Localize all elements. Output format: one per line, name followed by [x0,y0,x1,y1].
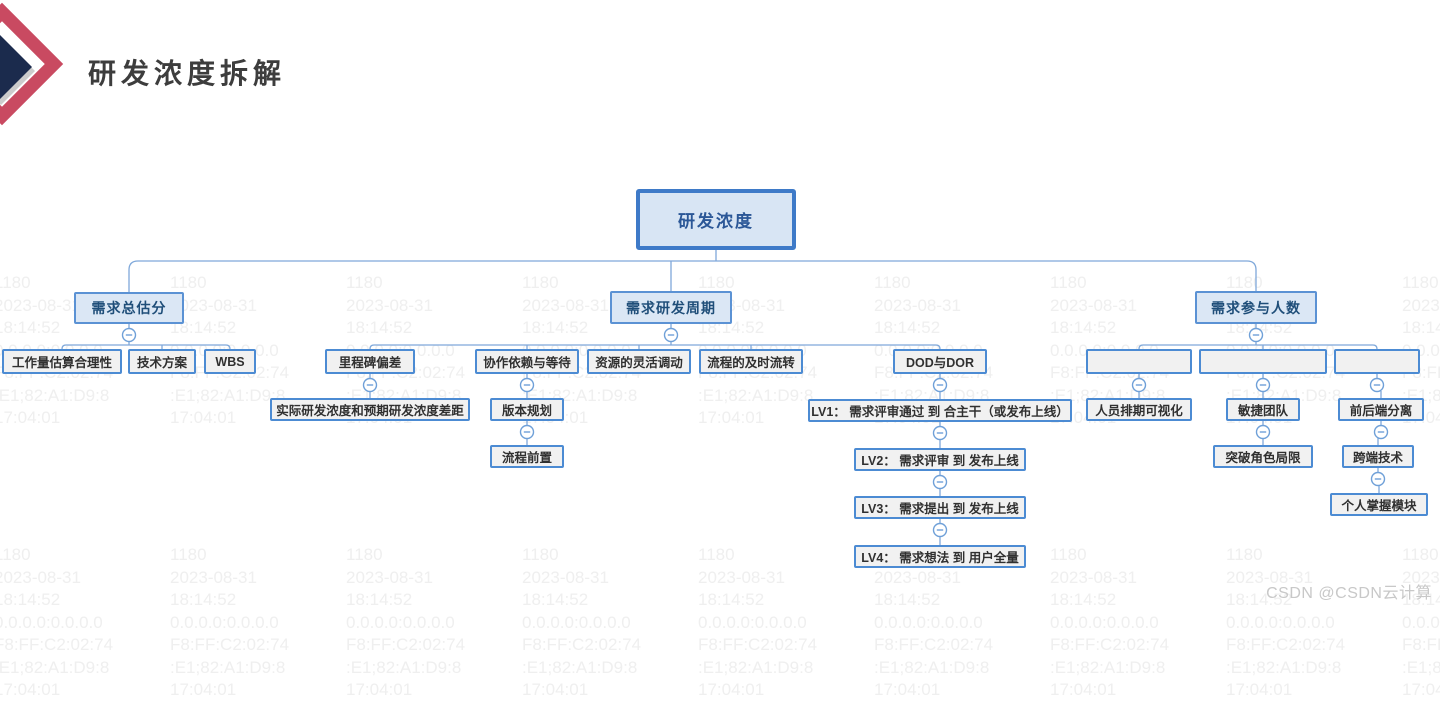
mindmap-node-collab[interactable]: 协作依赖与等待 [475,349,579,374]
collapse-toggle-minus-icon[interactable] [932,377,948,393]
collapse-toggle-minus-icon[interactable] [1255,424,1271,440]
csdn-watermark-credit: CSDN @CSDN云计算 [1266,585,1432,602]
collapse-toggle-minus-icon[interactable] [932,474,948,490]
collapse-toggle-minus-icon[interactable] [1131,377,1147,393]
mindmap-node-role_break[interactable]: 突破角色局限 [1213,445,1313,468]
logo-outer-diamond [0,2,64,126]
collapse-toggle-minus-icon[interactable] [519,424,535,440]
collapse-toggle-minus-icon[interactable] [1373,424,1389,440]
mindmap-node-lv3[interactable]: LV3： 需求提出 到 发布上线 [854,496,1026,519]
brand-logo-icon [0,2,64,126]
mindmap-node-resource_flex[interactable]: 资源的灵活调动 [587,349,691,374]
collapse-toggle-minus-icon[interactable] [932,522,948,538]
mindmap-node-cross_end[interactable]: 跨端技术 [1342,445,1414,468]
mindmap-node-req_people[interactable]: 需求参与人数 [1195,291,1317,324]
mindmap-node-lv2[interactable]: LV2： 需求评审 到 发布上线 [854,448,1026,471]
background-watermark-text: 11802023-08-3118:14:520.0.0.0:0.0.0.0F8:… [0,545,114,699]
mindmap-node-req_cycle[interactable]: 需求研发周期 [610,291,732,324]
page-title: 研发浓度拆解 [88,58,287,89]
collapse-toggle-minus-icon[interactable] [519,377,535,393]
collapse-toggle-minus-icon[interactable] [1370,471,1386,487]
collapse-toggle-minus-icon[interactable] [663,327,679,343]
mindmap-node-gap[interactable]: 实际研发浓度和预期研发浓度差距 [270,398,470,421]
collapse-toggle-minus-icon[interactable] [1255,377,1271,393]
background-watermark-text: 11802023-08-3118:14:520.0.0.0:0.0.0.0F8:… [1402,545,1440,699]
mindmap-node-staffing[interactable]: 人员排期可视化 [1086,398,1192,421]
mindmap-node-lv1[interactable]: LV1： 需求评审通过 到 合主干（或发布上线） [808,399,1072,422]
mindmap-node-version_plan[interactable]: 版本规划 [490,398,564,421]
collapse-toggle-minus-icon[interactable] [362,377,378,393]
collapse-toggle-minus-icon[interactable] [932,425,948,441]
mindmap-node-lv4[interactable]: LV4： 需求想法 到 用户全量 [854,545,1026,568]
mindmap-node-root[interactable]: 研发浓度 [636,189,796,250]
mindmap-node-org_design[interactable] [1199,349,1327,374]
mindmap-node-process_flow[interactable]: 流程的及时流转 [699,349,803,374]
mindmap-node-process_front[interactable]: 流程前置 [490,445,564,468]
mindmap-node-skill[interactable] [1334,349,1420,374]
mindmap-node-agile[interactable]: 敏捷团队 [1226,398,1300,421]
collapse-toggle-minus-icon[interactable] [1369,377,1385,393]
logo-inner-diamond [0,35,32,99]
mindmap-node-tech_plan[interactable]: 技术方案 [128,349,196,374]
mindmap-node-personal[interactable]: 个人掌握模块 [1330,493,1428,516]
mindmap-node-res_config[interactable] [1086,349,1192,374]
branch-connector-line [128,260,1257,292]
mindmap-node-workload[interactable]: 工作量估算合理性 [2,349,122,374]
mindmap-node-req_score[interactable]: 需求总估分 [74,292,184,324]
collapse-toggle-minus-icon[interactable] [1248,327,1264,343]
mindmap-node-dod[interactable]: DOD与DOR [893,349,987,374]
collapse-toggle-minus-icon[interactable] [121,327,137,343]
mindmap-node-wbs[interactable]: WBS [204,349,256,374]
mindmap-node-milestone[interactable]: 里程碑偏差 [325,349,415,374]
mindmap-node-fe_be[interactable]: 前后端分离 [1338,398,1424,421]
